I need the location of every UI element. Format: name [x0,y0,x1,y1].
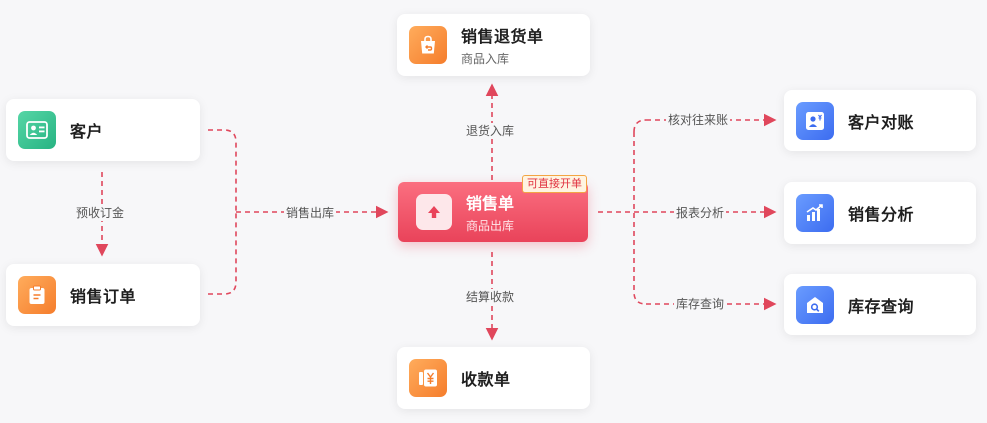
sales-order-title: 销售订单 [70,287,137,306]
receipt-title: 收款单 [461,370,511,389]
sales-analysis-card[interactable]: 销售分析 [784,182,976,244]
sales-return-card[interactable]: 销售退货单 商品入库 [397,14,590,76]
edge-branch-trunk [633,119,647,305]
sales-order-card[interactable]: 销售订单 [6,264,200,326]
customer-card-icon [18,111,56,149]
customer-recon-title: 客户对账 [848,112,915,132]
edge-label-prepay: 预收订金 [74,205,127,221]
receipt-card[interactable]: 收款单 [397,347,590,409]
edge-label-stock: 库存查询 [674,296,727,312]
edge-order-merge [208,212,237,295]
warehouse-search-icon [796,285,834,324]
direct-billing-badge: 可直接开单 [522,175,587,193]
edge-label-return-in: 退货入库 [464,123,517,139]
order-clipboard-icon [18,276,56,314]
customer-recon-card[interactable]: 客户对账 [784,90,976,151]
inventory-query-card[interactable]: 库存查询 [784,274,976,335]
customer-title: 客户 [70,122,104,141]
edge-customer-merge [208,129,237,212]
sales-return-title: 销售退货单 [461,27,544,46]
bar-chart-icon [796,194,834,232]
yuan-receipt-icon [409,359,447,397]
sales-return-subtitle: 商品入库 [461,52,510,66]
edge-label-reconcile: 核对往来账 [666,112,731,128]
sales-invoice-subtitle: 商品出库 [466,219,515,233]
sales-analysis-title: 销售分析 [848,205,915,224]
sales-invoice-title: 销售单 [466,194,515,213]
return-bag-icon [409,26,447,64]
edge-label-sales-out: 销售出库 [284,205,337,221]
inventory-query-title: 库存查询 [848,296,915,316]
sales-invoice-card[interactable]: 销售单 商品出库 [398,182,588,242]
customer-card[interactable]: 客户 [6,99,200,161]
edge-label-settle: 结算收款 [464,289,517,305]
upload-arrow-icon [416,194,452,230]
customer-statement-icon [796,101,834,140]
edge-label-report: 报表分析 [674,205,727,221]
